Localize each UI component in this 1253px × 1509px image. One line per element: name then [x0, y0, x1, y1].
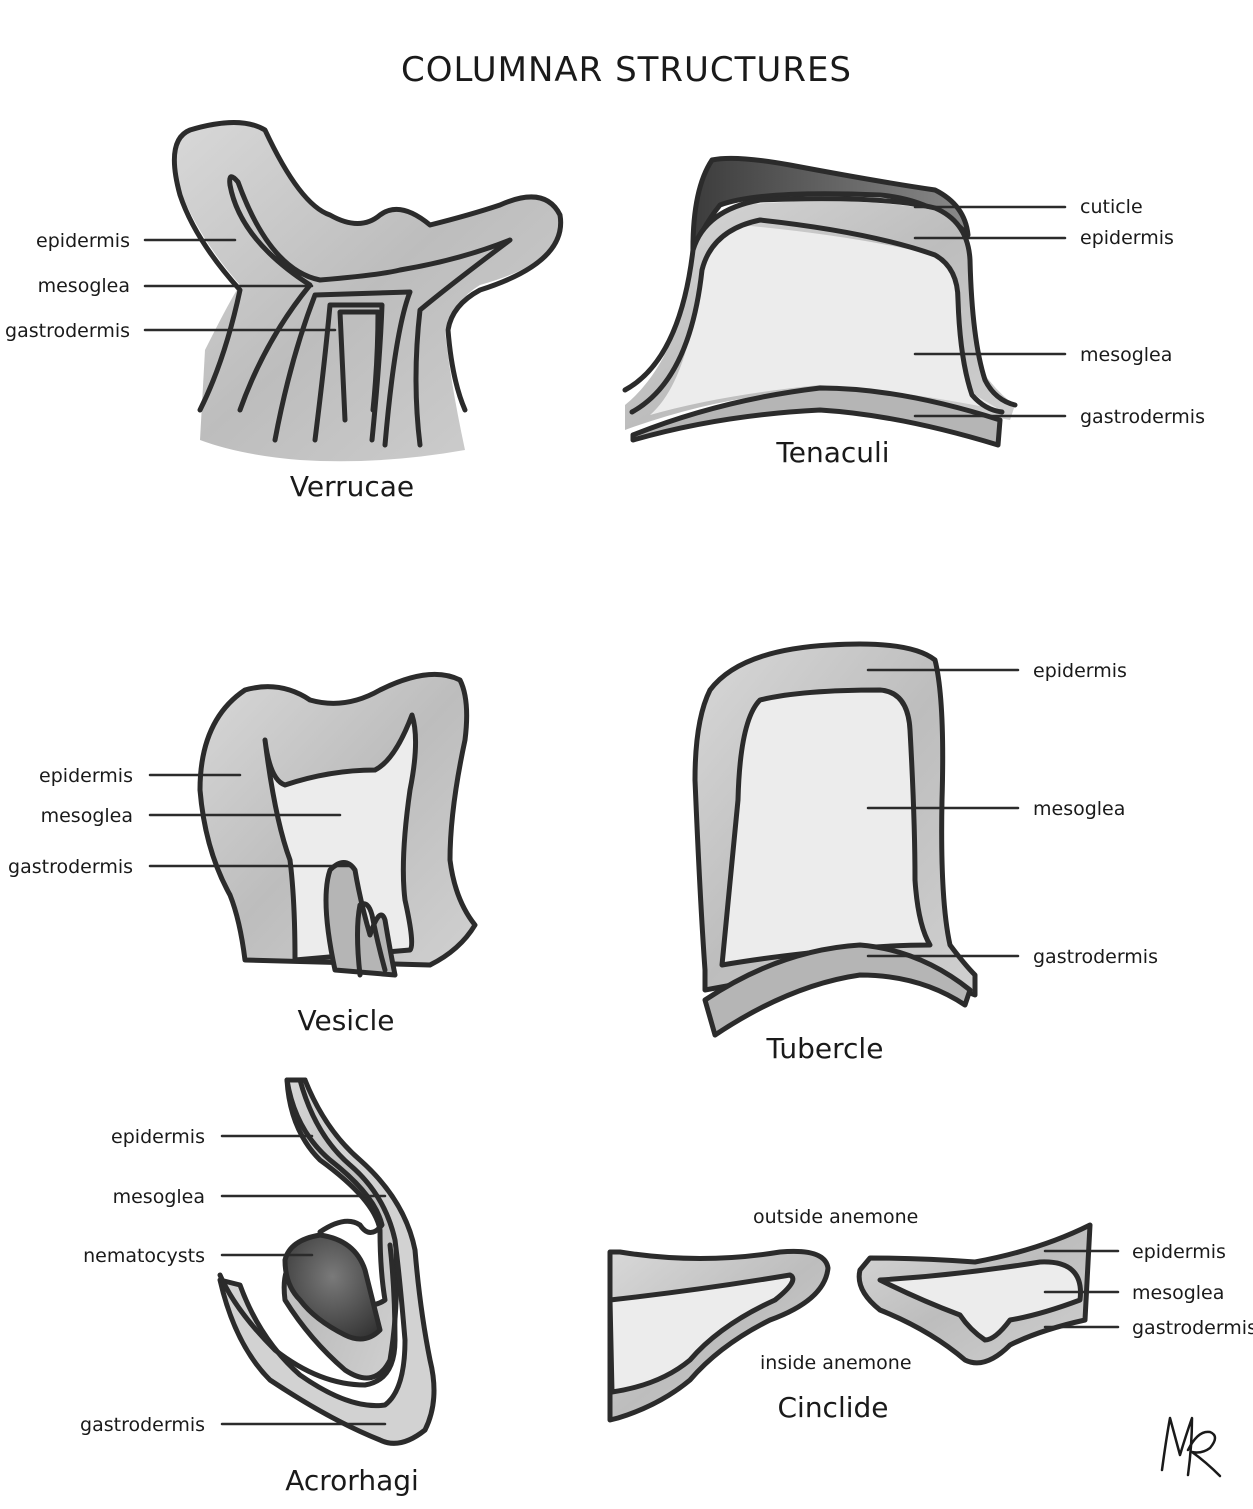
signature-mark [1160, 1416, 1222, 1478]
cinclide-left-mesoglea [607, 1272, 796, 1395]
vesicle-drawing [197, 671, 478, 978]
tenaculi-label-mesoglea: mesoglea [1080, 344, 1173, 366]
verrucae-leaders [143, 238, 337, 332]
tubercle-drawing [692, 641, 978, 1038]
tenaculi-drawing [622, 155, 1018, 448]
tubercle-gastrodermis [702, 942, 973, 1038]
vesicle-label-gastrodermis: gastrodermis [8, 856, 133, 878]
cinclide-right-mesoglea [877, 1259, 1083, 1343]
cinclide-name: Cinclide [777, 1391, 889, 1424]
vesicle-label-epidermis: epidermis [39, 765, 133, 787]
cinclide-label-mesoglea: mesoglea [1132, 1282, 1225, 1304]
tenaculi-cuticle [690, 155, 971, 258]
acrorhagi-label-nematocysts: nematocysts [83, 1245, 205, 1267]
tenaculi-gastrodermis [630, 385, 1003, 448]
tubercle-label-epidermis: epidermis [1033, 660, 1127, 682]
cinclide-drawing [607, 1222, 1093, 1423]
verrucae-inner-core [337, 309, 381, 423]
acrorhagi-nematocysts [282, 1232, 383, 1342]
acrorhagi-name: Acrorhagi [285, 1464, 419, 1497]
verrucae-label-gastrodermis: gastrodermis [5, 320, 130, 342]
cinclide-leaders [1043, 1249, 1120, 1329]
verrucae-gastrodermis-line [272, 289, 413, 448]
verrucae-label-mesoglea: mesoglea [37, 275, 130, 297]
vesicle-leaders [148, 773, 352, 868]
cinclide-label-outside: outside anemone [753, 1206, 919, 1228]
page-title: COLUMNAR STRUCTURES [400, 50, 853, 90]
tubercle-label-mesoglea: mesoglea [1033, 798, 1126, 820]
tenaculi-label-gastrodermis: gastrodermis [1080, 406, 1205, 428]
acrorhagi-drawing [217, 1077, 437, 1446]
verrucae-name: Verrucae [289, 470, 415, 503]
tubercle-label-gastrodermis: gastrodermis [1033, 946, 1158, 968]
acrorhagi-label-mesoglea: mesoglea [112, 1186, 205, 1208]
acrorhagi-outer-wall [217, 1077, 437, 1446]
tenaculi-mesoglea [650, 225, 1000, 415]
vesicle-name: Vesicle [297, 1004, 395, 1037]
tubercle-leaders [866, 668, 1020, 958]
cinclide-label-gastrodermis: gastrodermis [1132, 1317, 1253, 1339]
cinclide-label-epidermis: epidermis [1132, 1241, 1226, 1263]
tubercle-mesoglea [719, 687, 933, 968]
tubercle-name: Tubercle [766, 1032, 884, 1065]
acrorhagi-label-gastrodermis: gastrodermis [80, 1414, 205, 1436]
cinclide-label-inside: inside anemone [760, 1352, 912, 1374]
tenaculi-label-cuticle: cuticle [1080, 196, 1143, 218]
tenaculi-name: Tenaculi [776, 436, 890, 469]
tenaculi-leaders [913, 205, 1067, 418]
acrorhagi-leaders [220, 1134, 387, 1426]
verrucae-label-epidermis: epidermis [36, 230, 130, 252]
verrucae-mesoglea-line [227, 174, 513, 448]
verrucae-outer-epidermis [171, 120, 564, 413]
vesicle-label-mesoglea: mesoglea [40, 805, 133, 827]
tenaculi-label-epidermis: epidermis [1080, 227, 1174, 249]
acrorhagi-label-epidermis: epidermis [111, 1126, 205, 1148]
verrucae-drawing [171, 120, 564, 462]
